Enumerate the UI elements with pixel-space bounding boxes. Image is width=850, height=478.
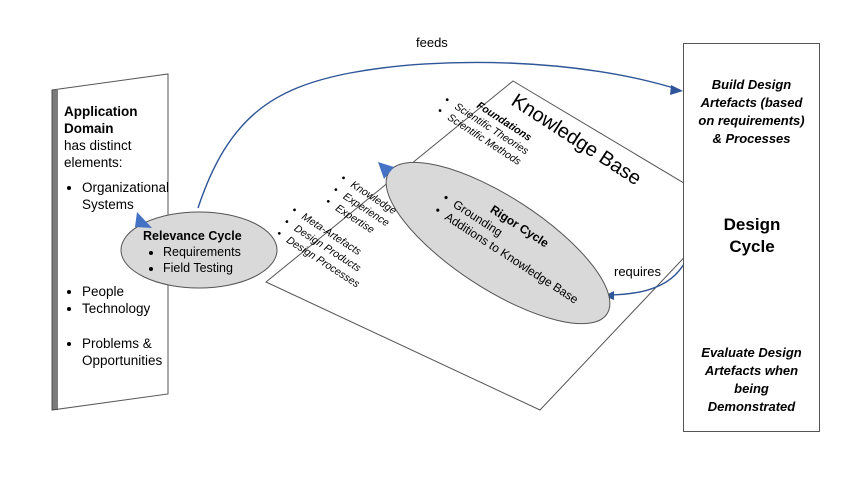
evaluate-line: Artefacts when xyxy=(704,363,799,378)
rigor-cycle-title: Rigor Cycle xyxy=(488,202,552,250)
meta-bullet: • xyxy=(289,204,299,216)
application-domain-list: Organizational Systems xyxy=(64,179,172,213)
knowledge-item-1: Knowledge xyxy=(348,179,398,217)
design-cycle-title-line: Design xyxy=(723,215,781,234)
relevance-item: Requirements xyxy=(163,244,263,260)
requires-label: requires xyxy=(614,264,661,279)
feeds-arrow xyxy=(197,61,681,209)
meta-bullet: • xyxy=(274,228,284,240)
knowledge-bullet: • xyxy=(338,172,348,184)
relevance-item: Field Testing xyxy=(163,260,263,276)
build-line: & Processes xyxy=(712,131,791,146)
knowledge-base-title: Knowledge Base xyxy=(507,90,645,190)
feeds-label: feeds xyxy=(416,35,448,50)
knowledge-item-2: Experience xyxy=(341,190,392,229)
foundation-bullet: • xyxy=(442,94,452,106)
foundation-bullet: • xyxy=(435,105,445,117)
build-line: Artefacts (based xyxy=(700,95,803,110)
build-line: on requirements) xyxy=(698,113,805,128)
meta-bullet: • xyxy=(282,216,292,228)
rigor-item-1: Grounding xyxy=(451,197,506,239)
rigor-bullet: • xyxy=(432,203,443,217)
knowledge-base-plane xyxy=(265,80,730,411)
build-artefacts-text: Build Design Artefacts (based on require… xyxy=(684,76,819,148)
feeds-arrowhead xyxy=(670,85,683,95)
design-cycle-title: Design Cycle xyxy=(697,214,807,258)
relevance-cycle-list: Requirements Field Testing xyxy=(143,244,263,276)
application-domain-text: Application Domain has distinct elements… xyxy=(64,103,172,369)
meta-item-1: Meta-Artefacts xyxy=(299,211,363,259)
application-domain-subheading: has distinct elements: xyxy=(64,138,132,170)
rigor-cycle-ellipse xyxy=(385,161,611,325)
foundations-heading: Foundations xyxy=(474,99,533,143)
application-domain-panel-edge xyxy=(52,90,58,410)
relevance-cycle-text: Relevance Cycle Requirements Field Testi… xyxy=(143,228,263,276)
design-cycle-title-line: Cycle xyxy=(729,237,775,256)
application-domain-heading: Application Domain xyxy=(64,104,138,136)
rigor-item-2: Additions to Knowledge Base xyxy=(442,210,581,307)
design-cycle-box: Build Design Artefacts (based on require… xyxy=(683,43,820,432)
relevance-cycle-title: Relevance Cycle xyxy=(143,229,242,243)
application-domain-item: Organizational Systems xyxy=(82,179,172,213)
evaluate-line: being xyxy=(734,381,769,396)
evaluate-line: Demonstrated xyxy=(707,399,796,414)
application-domain-list: People Technology xyxy=(64,283,172,317)
foundation-item-1: Scientific Theories xyxy=(452,101,531,158)
application-domain-list: Problems & Opportunities xyxy=(64,335,172,369)
application-domain-item: Problems & Opportunities xyxy=(82,335,172,369)
meta-item-3: Design Processes xyxy=(284,234,362,291)
knowledge-bullet: • xyxy=(323,196,333,208)
build-line: Build Design xyxy=(711,77,792,92)
rigor-cycle-arrowhead xyxy=(378,162,394,179)
knowledge-bullet: • xyxy=(331,184,341,196)
evaluate-artefacts-text: Evaluate Design Artefacts when being Dem… xyxy=(684,344,819,416)
rigor-bullet: • xyxy=(440,191,451,205)
application-domain-item: Technology xyxy=(82,300,172,317)
foundation-item-2: Scientific Methods xyxy=(445,111,524,168)
requires-arrowhead xyxy=(604,291,614,300)
application-domain-item: People xyxy=(82,283,172,300)
evaluate-line: Evaluate Design xyxy=(701,345,802,360)
knowledge-item-3: Expertise xyxy=(333,202,376,236)
meta-item-2: Design Products xyxy=(292,222,364,274)
